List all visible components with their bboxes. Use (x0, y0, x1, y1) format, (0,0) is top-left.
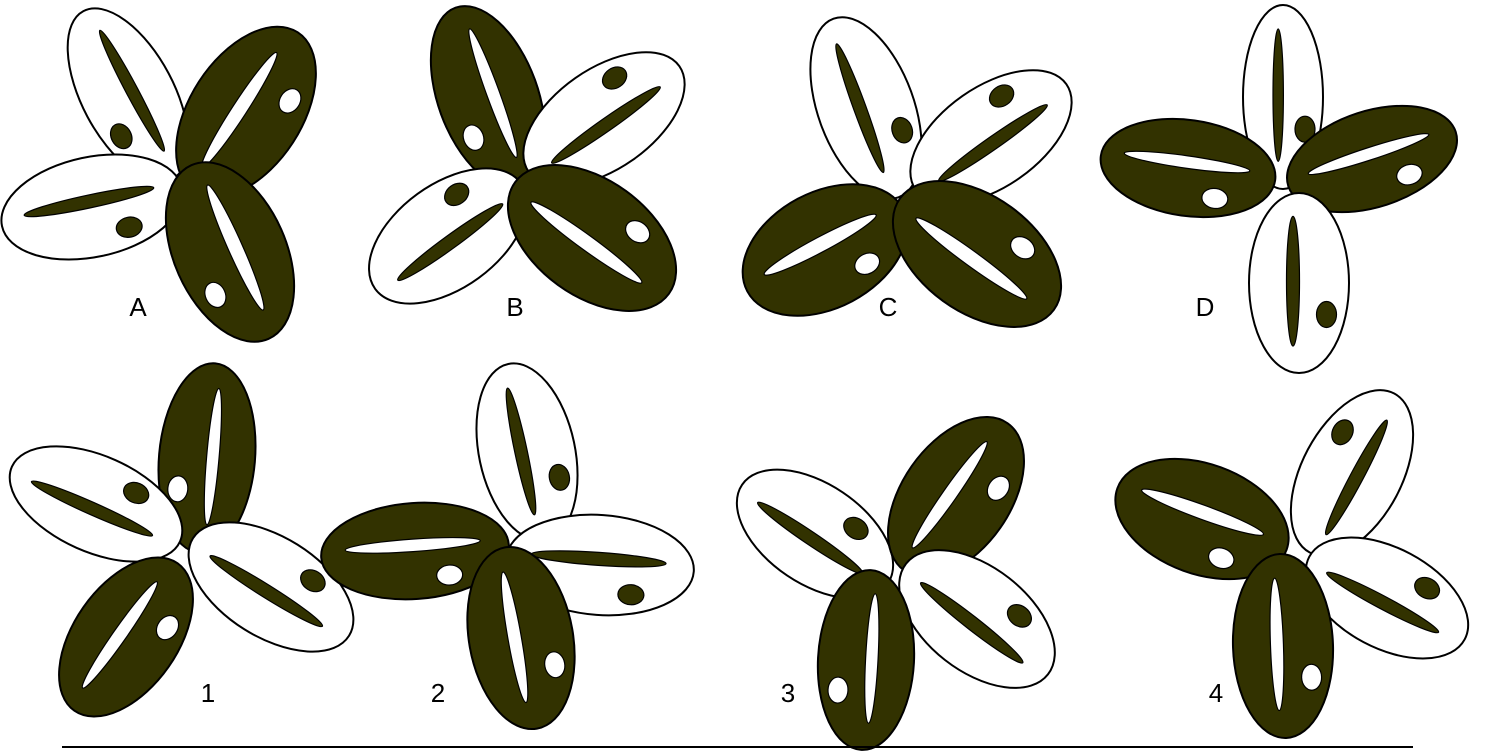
petal-dot (1317, 302, 1337, 328)
petal-slit (1287, 216, 1300, 346)
figure-label-4: 4 (1209, 678, 1223, 708)
petal-dot (1301, 664, 1322, 691)
figure-4 (1099, 370, 1489, 740)
figure-1 (0, 359, 376, 740)
figure-label-c: C (879, 292, 898, 322)
figure-c (720, 2, 1095, 356)
figure-label-1: 1 (201, 678, 215, 708)
petal-slit (1273, 29, 1283, 161)
figure-a (0, 0, 345, 362)
figure-label-a: A (129, 292, 147, 322)
figure-label-b: B (506, 292, 523, 322)
figure-label-3: 3 (781, 678, 795, 708)
figure-3 (714, 392, 1080, 751)
figure-d-petal-4 (1249, 193, 1349, 373)
figure-d (1094, 5, 1470, 373)
figure-label-d: D (1196, 292, 1215, 322)
figure-label-2: 2 (431, 678, 445, 708)
figure-2 (318, 354, 697, 738)
figure-b (345, 0, 708, 341)
